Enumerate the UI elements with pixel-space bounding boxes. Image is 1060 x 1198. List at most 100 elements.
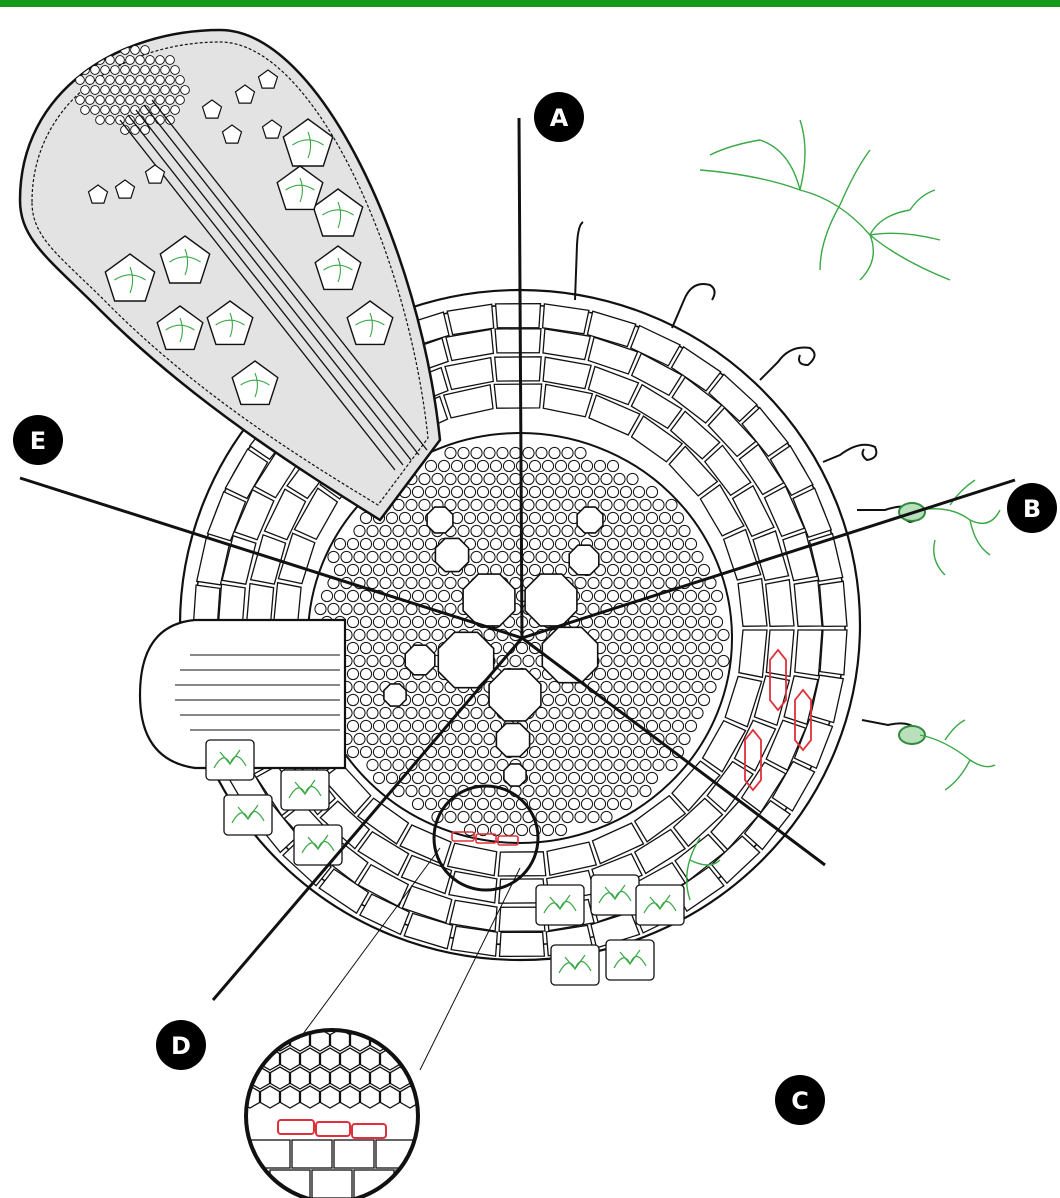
stele-cell (477, 772, 488, 783)
stele-cell (607, 616, 618, 627)
stele-cell (542, 460, 553, 471)
stele-cell (334, 564, 345, 575)
stele-cell (542, 798, 553, 809)
stele-cell (354, 681, 365, 692)
stele-cell (360, 694, 371, 705)
stele-cell (406, 681, 417, 692)
stele-cell (627, 551, 638, 562)
stele-cell (666, 629, 677, 640)
stele-cell (484, 759, 495, 770)
stele-cell (620, 590, 631, 601)
stele-cell (627, 629, 638, 640)
stele-cell (536, 499, 547, 510)
stele-cell (562, 447, 573, 458)
hexagon-cell-icon (361, 1086, 380, 1108)
stele-cell (393, 629, 404, 640)
stele-cell (510, 551, 521, 562)
stele-cell (620, 798, 631, 809)
stele-cell (698, 590, 709, 601)
stele-cell (451, 694, 462, 705)
stele-cell (490, 460, 501, 471)
stele-cell (588, 785, 599, 796)
stele-cell (432, 629, 443, 640)
stele-cell (510, 499, 521, 510)
stele-cell (464, 798, 475, 809)
stele-cell (581, 486, 592, 497)
stele-cell (672, 668, 683, 679)
stele-cell (601, 577, 612, 588)
stele-cell (360, 668, 371, 679)
stele-cell (347, 642, 358, 653)
stele-cell (588, 811, 599, 822)
stele-cell (692, 655, 703, 666)
stele-cell (373, 694, 384, 705)
stele-cell (497, 447, 508, 458)
stele-cell (653, 655, 664, 666)
stele-cell (705, 603, 716, 614)
stele-cell (594, 538, 605, 549)
stele-cell (646, 772, 657, 783)
vesicle-structure (20, 30, 440, 520)
stele-cell (471, 447, 482, 458)
stele-cell (445, 447, 456, 458)
stele-cell (510, 811, 521, 822)
hexagon-cell-icon (281, 1086, 300, 1108)
stele-cell (633, 564, 644, 575)
stele-cell (588, 707, 599, 718)
stele-cell (406, 707, 417, 718)
stele-cell (360, 590, 371, 601)
stele-cell (711, 642, 722, 653)
stele-cell (490, 798, 501, 809)
stele-cell (640, 551, 651, 562)
stele-cell (445, 759, 456, 770)
stele-cell (484, 629, 495, 640)
branching-hypha-icon (920, 720, 995, 790)
arbuscule-cell (636, 885, 684, 925)
xylem-vessel (489, 669, 541, 721)
stele-cell (653, 499, 664, 510)
spore-cell (121, 66, 130, 75)
stele-cell (640, 681, 651, 692)
stele-cell (568, 772, 579, 783)
stele-cell (386, 720, 397, 731)
stele-cell (471, 525, 482, 536)
stele-cell (438, 746, 449, 757)
stele-cell (386, 538, 397, 549)
spore-cell (96, 76, 105, 85)
spore-cell (146, 96, 155, 105)
label-a-text: A (550, 104, 569, 132)
stele-cell (607, 564, 618, 575)
stele-cell (458, 473, 469, 484)
stele-cell (386, 512, 397, 523)
stele-cell (536, 447, 547, 458)
stele-cell (458, 447, 469, 458)
stele-cell (640, 785, 651, 796)
stele-cell (438, 772, 449, 783)
stele-cell (451, 460, 462, 471)
spore-cell (101, 66, 110, 75)
stele-cell (672, 616, 683, 627)
stele-cell (575, 785, 586, 796)
stele-cell (347, 694, 358, 705)
stele-cell (406, 499, 417, 510)
stele-cell (497, 551, 508, 562)
spore-cell (101, 86, 110, 95)
root-hair-4 (823, 445, 876, 462)
stele-cell (549, 707, 560, 718)
stele-cell (471, 733, 482, 744)
stele-cell (516, 824, 527, 835)
stele-cell (464, 564, 475, 575)
stele-cell (347, 564, 358, 575)
stele-cell (497, 525, 508, 536)
cortex-cell (292, 1140, 332, 1168)
stele-cell (419, 577, 430, 588)
stele-cell (666, 655, 677, 666)
stele-cell (419, 473, 430, 484)
stele-cell (672, 694, 683, 705)
stele-cell (620, 512, 631, 523)
stele-cell (484, 551, 495, 562)
stele-cell (711, 590, 722, 601)
hexagon-cell-icon (311, 1067, 330, 1089)
stele-cell (399, 512, 410, 523)
stele-cell (620, 616, 631, 627)
